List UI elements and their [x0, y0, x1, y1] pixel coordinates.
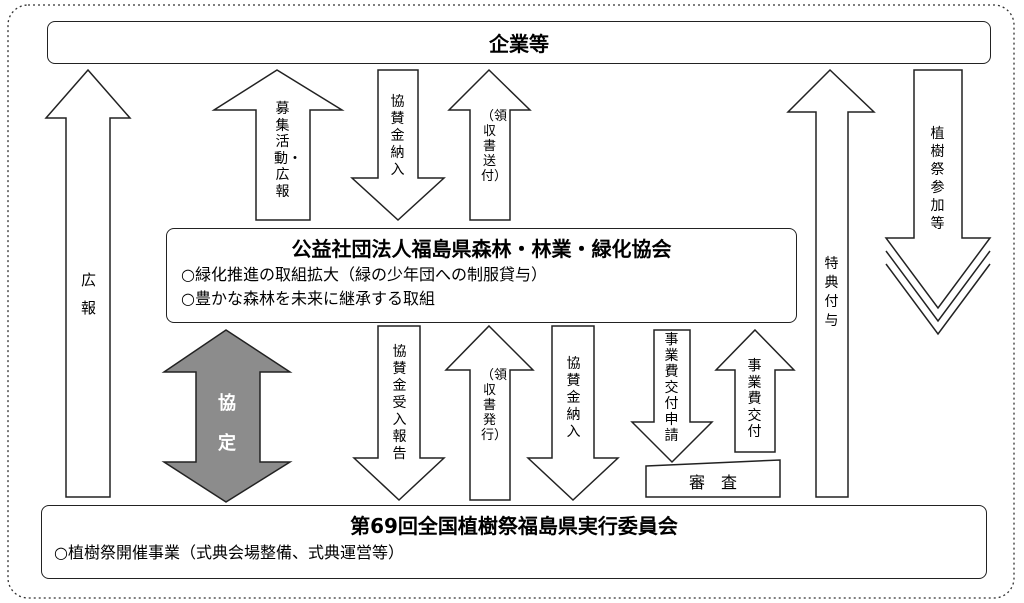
arrow-participation: [884, 69, 992, 336]
label-grant-issue: 事業費交付: [747, 358, 762, 440]
label-receipt-issue: （領収書発行）: [481, 368, 508, 443]
label-participation: 植樹祭参加等: [930, 126, 945, 232]
arrow-recruit-pr: [211, 69, 345, 221]
arrow-receipt-send: [447, 68, 532, 221]
arrow-payment-bottom: [526, 325, 620, 502]
association-item: ○豊かな森林を未来に継承する取組: [181, 289, 435, 308]
arrow-grant-request: [630, 329, 714, 464]
arrow-grant-issue: [714, 328, 796, 453]
label-benefit: 特典付与: [824, 256, 839, 329]
association-box: 公益社団法人福島県森林・林業・緑化協会 ○緑化推進の取組拡大（緑の少年団への制服…: [166, 228, 797, 323]
label-recruit-pr: 募集活動・広報: [274, 101, 302, 200]
committee-item: ○植樹祭開催事業（式典会場整備、式典運営等）: [54, 543, 404, 562]
association-item: ○緑化推進の取組拡大（緑の少年団への制服貸与）: [181, 265, 547, 284]
label-receipt-report: 協賛金受入報告: [392, 344, 407, 462]
outer-frame: [7, 4, 1015, 599]
association-title: 公益社団法人福島県森林・林業・緑化協会: [291, 237, 672, 261]
label-agreement: 協定: [218, 393, 236, 454]
arrow-benefit: [786, 68, 876, 498]
label-grant-request: 事業費交付申請: [664, 332, 679, 444]
arrow-receipt-issue: [444, 324, 535, 501]
arrow-agreement: [161, 329, 293, 503]
label-pr-left: 広報: [80, 271, 96, 317]
arrow-receipt-report: [352, 325, 446, 502]
committee-box: 第69回全国植樹祭福島県実行委員会 ○植樹祭開催事業（式典会場整備、式典運営等）: [41, 505, 987, 579]
companies-box: 企業等: [47, 21, 991, 64]
label-review: 審 査: [688, 473, 737, 492]
arrow-pr-left: [44, 68, 132, 498]
arrow-payment-top: [350, 69, 446, 222]
companies-title: 企業等: [489, 32, 549, 56]
label-payment-bottom: 協賛金納入: [566, 356, 581, 440]
label-payment-top: 協賛金納入: [390, 94, 405, 178]
committee-title: 第69回全国植樹祭福島県実行委員会: [350, 514, 678, 538]
review-box: [645, 459, 781, 498]
label-receipt-send: （領収書送付）: [481, 109, 508, 184]
